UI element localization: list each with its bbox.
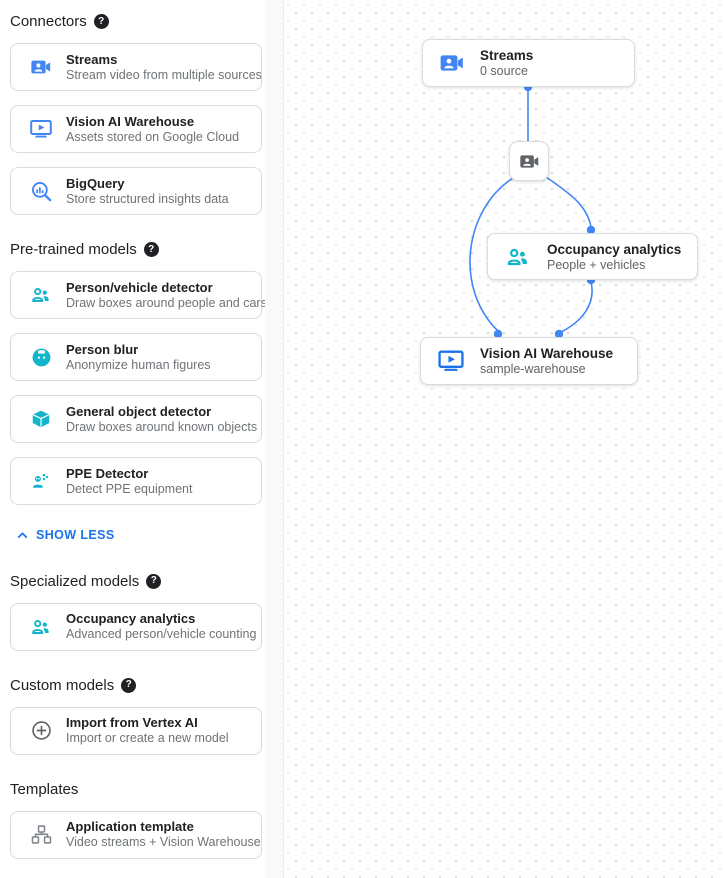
- node-streams[interactable]: Streams 0 source: [422, 39, 635, 87]
- section-header-custom-models: Custom models ?: [10, 677, 262, 694]
- card-application-template[interactable]: Application template Video streams + Vis…: [10, 810, 262, 859]
- card-title: Streams: [66, 51, 118, 67]
- section-title: Specialized models: [10, 572, 140, 590]
- card-title: Vision AI Warehouse: [66, 113, 195, 129]
- node-vision-ai-warehouse[interactable]: Vision AI Warehouse sample-warehouse: [420, 337, 638, 385]
- section-title: Pre-trained models: [10, 241, 137, 258]
- card-vision-ai-warehouse[interactable]: Vision AI Warehouse Assets stored on Goo…: [10, 105, 262, 153]
- cube-icon: [29, 407, 53, 431]
- warehouse-monitor-icon: [437, 347, 465, 375]
- section-header-connectors: Connectors ?: [10, 13, 262, 30]
- node-stream-source[interactable]: [509, 141, 549, 181]
- card-title: Import from Vertex AI: [66, 715, 198, 730]
- card-import-from-vertex-ai[interactable]: Import from Vertex AI Import or create a…: [10, 706, 262, 755]
- chevron-up-icon: [16, 529, 29, 542]
- warehouse-monitor-icon: [29, 117, 53, 141]
- sitemap-icon: [29, 823, 53, 847]
- show-less-label: SHOW LESS: [36, 528, 115, 542]
- face-blur-icon: [29, 345, 53, 369]
- card-title: Application template: [66, 819, 194, 834]
- bigquery-icon: [29, 179, 53, 203]
- video-camera-icon: [439, 50, 465, 76]
- card-ppe-detector[interactable]: PPE Detector Detect PPE equipment: [10, 457, 262, 505]
- card-title: PPE Detector: [66, 465, 149, 481]
- section-title: Custom models: [10, 676, 115, 694]
- help-icon[interactable]: ?: [143, 242, 159, 257]
- node-subtitle: 0 source: [480, 64, 528, 78]
- video-camera-icon: [519, 151, 540, 172]
- plus-circle-icon: [29, 719, 53, 743]
- card-description: Video streams + Vision Warehouse: [66, 835, 261, 849]
- section-header-specialized-models: Specialized models ?: [10, 573, 262, 590]
- card-description: Assets stored on Google Cloud: [66, 129, 240, 144]
- component-sidebar: Connectors ? Streams Stream video from m…: [0, 0, 283, 878]
- help-icon[interactable]: ?: [93, 14, 109, 29]
- node-subtitle: sample-warehouse: [480, 362, 586, 376]
- people-icon: [29, 283, 53, 307]
- node-title: Occupancy analytics: [547, 241, 682, 257]
- card-description: Draw boxes around known objects: [66, 419, 258, 434]
- help-icon[interactable]: ?: [146, 573, 162, 589]
- card-general-object-detector[interactable]: General object detector Draw boxes aroun…: [10, 395, 262, 443]
- card-description: Draw boxes around people and cars: [66, 295, 267, 310]
- section-header-pretrained-models: Pre-trained models ?: [10, 241, 262, 258]
- help-icon[interactable]: ?: [121, 677, 137, 693]
- graph-edges: [469, 82, 596, 339]
- card-person-vehicle-detector[interactable]: Person/vehicle detector Draw boxes aroun…: [10, 271, 267, 319]
- node-title: Vision AI Warehouse: [480, 346, 614, 361]
- node-subtitle: People + vehicles: [547, 257, 646, 272]
- video-camera-icon: [29, 55, 53, 79]
- graph-canvas[interactable]: Streams 0 source Occupancy analytics Peo…: [283, 0, 725, 878]
- card-title: Person blur: [66, 341, 139, 357]
- section-title: Connectors: [10, 13, 87, 30]
- card-person-blur[interactable]: Person blur Anonymize human figures: [10, 333, 262, 381]
- section-header-templates: Templates: [10, 781, 262, 798]
- card-title: BigQuery: [66, 175, 125, 191]
- node-title: Streams: [480, 48, 534, 63]
- card-title: Person/vehicle detector: [66, 279, 213, 295]
- card-description: Stream video from multiple sources: [66, 67, 262, 82]
- card-title: General object detector: [66, 403, 212, 419]
- sidebar-scrollbar-track[interactable]: [265, 0, 283, 878]
- section-title: Templates: [10, 780, 79, 798]
- card-streams[interactable]: Streams Stream video from multiple sourc…: [10, 43, 262, 91]
- card-description: Detect PPE equipment: [66, 481, 193, 496]
- people-icon: [29, 615, 53, 639]
- people-icon: [504, 243, 532, 271]
- card-description: Advanced person/vehicle counting: [66, 627, 257, 641]
- card-description: Store structured insights data: [66, 191, 229, 206]
- card-description: Import or create a new model: [66, 731, 229, 745]
- card-title: Occupancy analytics: [66, 611, 196, 626]
- card-description: Anonymize human figures: [66, 357, 211, 372]
- node-occupancy-analytics[interactable]: Occupancy analytics People + vehicles: [487, 233, 698, 280]
- card-occupancy-analytics[interactable]: Occupancy analytics Advanced person/vehi…: [10, 602, 262, 651]
- show-less-link[interactable]: SHOW LESS: [16, 528, 115, 542]
- card-bigquery[interactable]: BigQuery Store structured insights data: [10, 167, 262, 215]
- ppe-person-icon: [29, 469, 53, 493]
